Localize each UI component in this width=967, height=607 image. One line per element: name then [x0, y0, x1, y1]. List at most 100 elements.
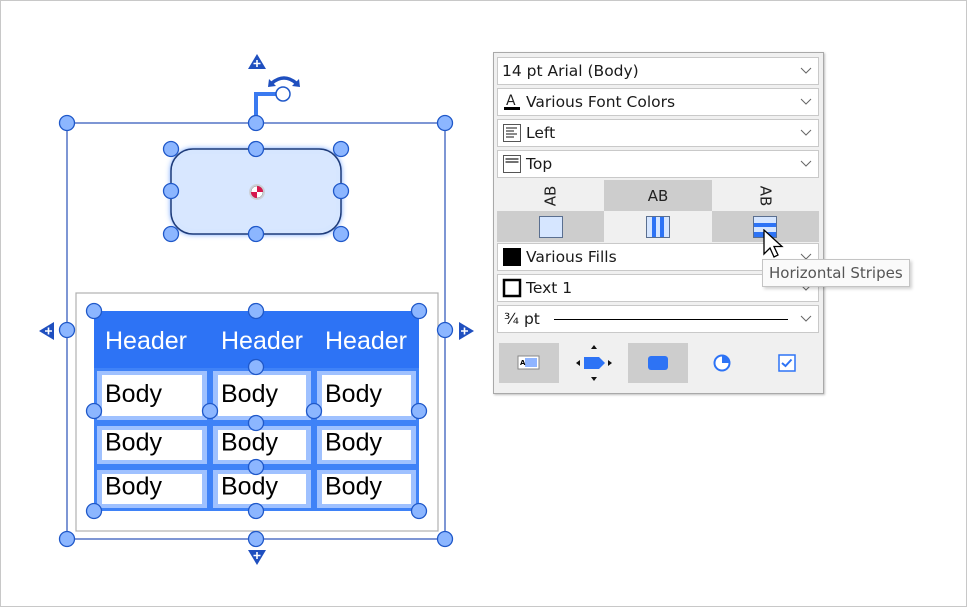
table-cell-text[interactable]: Body: [221, 472, 278, 500]
table-cell-inner: [322, 375, 411, 416]
resize-handle[interactable]: [247, 530, 265, 548]
resize-handle[interactable]: [247, 458, 265, 476]
chevron-down-icon: [800, 129, 812, 136]
table-cell-text[interactable]: Body: [105, 380, 162, 408]
pie-icon: [713, 354, 731, 372]
svg-text:A: A: [520, 359, 526, 367]
chevron-down-icon: [800, 67, 812, 74]
resize-handle[interactable]: [436, 114, 454, 132]
text-direction-rotate-right[interactable]: AB: [711, 180, 819, 211]
resize-handle[interactable]: [162, 140, 180, 158]
resize-handle[interactable]: [332, 182, 350, 200]
text-direction-horizontal[interactable]: AB: [604, 180, 712, 211]
mouse-cursor-icon: [763, 229, 784, 258]
chevron-down-icon: [800, 98, 812, 105]
tab-text-box[interactable]: A: [499, 343, 560, 383]
font-value: 14 pt Arial (Body): [502, 62, 639, 80]
table-cell-inner: [102, 375, 202, 416]
resize-handle[interactable]: [58, 114, 76, 132]
tab-shape-fill[interactable]: [627, 343, 689, 383]
add-left-icon[interactable]: [39, 322, 54, 340]
fill-pattern-vertical-stripes[interactable]: [604, 211, 712, 242]
font-color-dropdown[interactable]: A Various Font Colors: [497, 88, 819, 116]
table-cell-inner: [218, 375, 306, 416]
table-cell-text[interactable]: Body: [221, 428, 278, 456]
font-dropdown[interactable]: 14 pt Arial (Body): [497, 57, 819, 85]
add-right-icon[interactable]: [459, 322, 474, 340]
vertical-align-value: Top: [526, 155, 553, 173]
fill-swatch-icon: [502, 247, 522, 267]
resize-handle[interactable]: [305, 402, 323, 420]
resize-handle[interactable]: [247, 502, 265, 520]
chevron-down-icon: [800, 160, 812, 167]
resize-handle[interactable]: [332, 140, 350, 158]
table-cell-text[interactable]: Body: [325, 428, 382, 456]
text-direction-rotate-left[interactable]: AB: [497, 180, 605, 211]
resize-handle[interactable]: [201, 402, 219, 420]
chevron-down-icon: [800, 315, 812, 322]
resize-handle[interactable]: [85, 302, 103, 320]
table-header-row[interactable]: [94, 311, 419, 368]
fill-value: Various Fills: [526, 248, 617, 266]
table-cell-inner: [102, 430, 202, 460]
resize-handle[interactable]: [85, 402, 103, 420]
table-cell-text[interactable]: Body: [221, 380, 278, 408]
table-cell-text[interactable]: Body: [325, 380, 382, 408]
resize-handle[interactable]: [247, 114, 265, 132]
line-color-dropdown[interactable]: Text 1: [497, 274, 819, 302]
add-above-icon[interactable]: [248, 54, 266, 69]
pin-icon[interactable]: [249, 184, 265, 200]
align-left-icon: [502, 123, 522, 143]
resize-handle[interactable]: [410, 402, 428, 420]
resize-handle[interactable]: [332, 225, 350, 243]
table-cell-inner: [322, 474, 411, 504]
resize-handle[interactable]: [162, 225, 180, 243]
horizontal-align-dropdown[interactable]: Left: [497, 119, 819, 147]
rounded-rect-icon: [648, 356, 669, 370]
tab-shape-position[interactable]: [563, 343, 623, 383]
table-cell-text[interactable]: Body: [105, 472, 162, 500]
tab-size[interactable]: [692, 343, 752, 383]
table-cell-inner: [102, 474, 202, 504]
shape-move-icon: [575, 345, 612, 381]
fill-pattern-solid[interactable]: [497, 211, 605, 242]
line-color-swatch-icon: [502, 278, 522, 298]
align-top-icon: [502, 154, 522, 174]
line-weight-dropdown[interactable]: ¾ pt: [497, 305, 819, 333]
line-color-value: Text 1: [526, 279, 573, 297]
resize-handle[interactable]: [247, 414, 265, 432]
resize-handle[interactable]: [247, 358, 265, 376]
solid-fill-icon: [538, 215, 563, 238]
table-cell-text[interactable]: Body: [105, 428, 162, 456]
table-cell-inner: [322, 430, 411, 460]
table-cell-text[interactable]: Body: [325, 472, 382, 500]
rotation-handle[interactable]: [275, 86, 291, 102]
text-direction-segment: AB AB AB: [497, 180, 819, 211]
add-below-icon[interactable]: [248, 550, 266, 565]
resize-handle[interactable]: [58, 321, 76, 339]
line-weight-preview: [554, 319, 788, 320]
vertical-align-dropdown[interactable]: Top: [497, 150, 819, 178]
font-color-value: Various Font Colors: [526, 93, 676, 111]
table-header-cell[interactable]: Header: [325, 327, 407, 355]
resize-handle[interactable]: [247, 302, 265, 320]
table-header-cell[interactable]: Header: [221, 327, 303, 355]
table-cell-inner: [218, 430, 306, 460]
resize-handle[interactable]: [247, 140, 265, 158]
text-box-icon: A: [517, 355, 540, 370]
line-weight-value: ¾ pt: [504, 310, 540, 328]
resize-handle[interactable]: [162, 182, 180, 200]
tab-properties[interactable]: [757, 343, 817, 383]
tooltip-text: Horizontal Stripes: [769, 264, 903, 282]
resize-handle[interactable]: [58, 530, 76, 548]
table-header-cell[interactable]: Header: [105, 327, 187, 355]
resize-handle[interactable]: [410, 502, 428, 520]
resize-handle[interactable]: [436, 530, 454, 548]
resize-handle[interactable]: [247, 225, 265, 243]
vertical-stripes-icon: [645, 215, 670, 238]
resize-handle[interactable]: [436, 321, 454, 339]
resize-handle[interactable]: [85, 502, 103, 520]
resize-handle[interactable]: [410, 302, 428, 320]
